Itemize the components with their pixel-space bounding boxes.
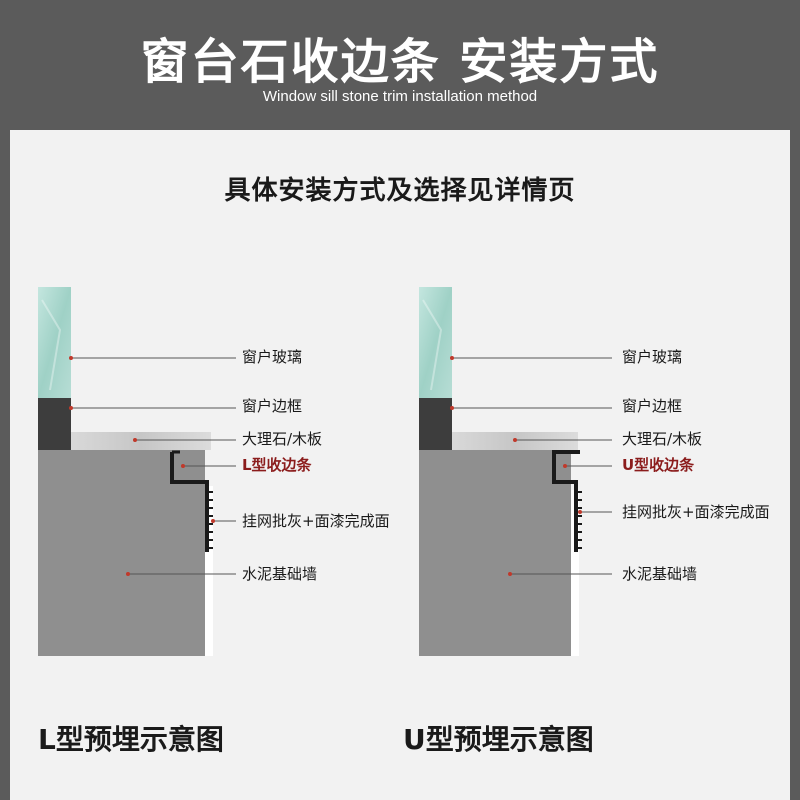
panel-heading: 具体安装方式及选择见详情页 (224, 176, 576, 206)
marker-dots (69, 356, 215, 576)
l-trim-teeth (209, 491, 213, 549)
header: 窗台石收边条 安装方式 Window sill stone trim insta… (0, 0, 800, 130)
label-plaster-finish: 挂网批灰+面漆完成面 (622, 503, 770, 521)
wall-block (38, 450, 205, 656)
u-trim-teeth (578, 491, 582, 549)
label-cement-wall: 水泥基础墙 (622, 565, 698, 583)
label-stone-slab: 大理石/木板 (622, 430, 703, 448)
plaster-layer (205, 486, 213, 656)
label-window-glass: 窗户玻璃 (242, 348, 303, 366)
diagram-l-type (38, 287, 236, 656)
stone-slab (71, 432, 211, 450)
page-title: 窗台石收边条 安装方式 (140, 34, 660, 90)
caption-u-type: U型预埋示意图 (403, 723, 594, 756)
plaster-layer (571, 490, 579, 656)
window-frame (38, 398, 71, 450)
label-window-glass: 窗户玻璃 (622, 348, 683, 366)
caption-l-type: L型预埋示意图 (38, 723, 224, 756)
label-trim: U型收边条 (622, 456, 695, 474)
page-subtitle: Window sill stone trim installation meth… (262, 88, 538, 105)
glass-pane (38, 287, 71, 398)
diagram-u-type (419, 287, 612, 656)
glass-reflection (422, 299, 443, 391)
label-trim: L型收边条 (242, 456, 312, 474)
wall-block (419, 450, 571, 656)
marker-dots (450, 356, 582, 576)
leader-lines (452, 357, 612, 575)
l-trim-profile (170, 452, 209, 552)
label-window-frame: 窗户边框 (242, 397, 303, 415)
u-trim-profile (552, 450, 580, 552)
leader-lines (71, 357, 236, 575)
label-stone-slab: 大理石/木板 (242, 430, 323, 448)
glass-reflection (41, 299, 62, 391)
label-cement-wall: 水泥基础墙 (242, 565, 318, 583)
label-plaster-finish: 挂网批灰+面漆完成面 (242, 512, 390, 530)
window-frame (419, 398, 452, 450)
glass-pane (419, 287, 452, 398)
label-window-frame: 窗户边框 (622, 397, 683, 415)
